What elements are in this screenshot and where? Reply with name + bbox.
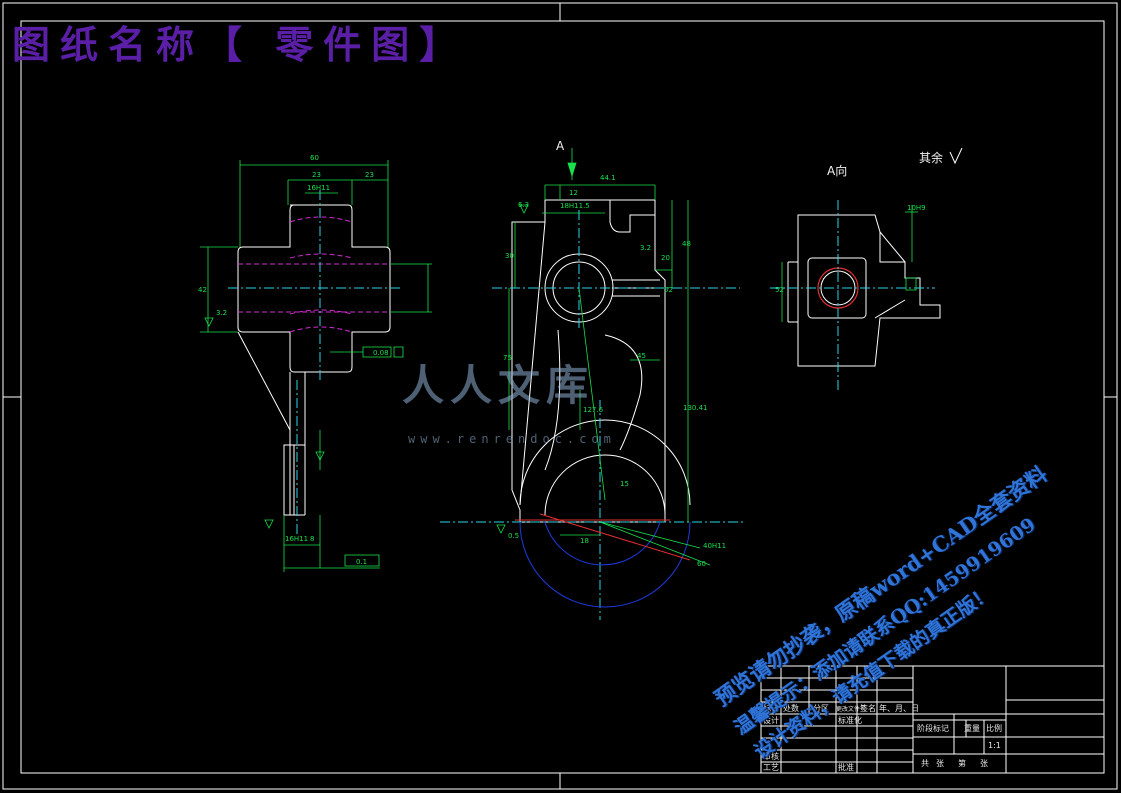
tb-di: 第 [958, 758, 966, 768]
dim-0-1: 0.1 [356, 558, 367, 566]
dim-44: 44.1 [600, 174, 616, 182]
tb-shenhe: 审核 [763, 751, 779, 761]
dim-48: 48 [682, 240, 691, 248]
tb-zhongliang: 重量 [964, 723, 980, 733]
tb-jieduan: 阶段标记 [917, 723, 949, 733]
tb-sheji: 设计 [763, 715, 779, 725]
dim-6-3: 6.3 [518, 201, 529, 209]
tb-fenqu: 分区 [813, 704, 829, 713]
dim-16h11: 16H11 [285, 535, 308, 543]
tb-zhang1: 张 [936, 759, 944, 768]
tb-biaozhunhua: 标准化 [838, 715, 862, 725]
logo-url: www.renrendoc.com [408, 432, 616, 446]
dim-0-08: 0.08 [373, 349, 389, 357]
a-view [787, 214, 941, 367]
view-a-label: A向 [827, 163, 847, 178]
dim-16h: 16H11 [307, 184, 330, 192]
dim-30: 30 [505, 252, 514, 260]
dim-18h: 18H11.5 [560, 202, 590, 210]
dim-40h: 40H11 [703, 542, 726, 550]
dim-0-5: 0.5 [508, 532, 519, 540]
dim-45: 45 [637, 352, 646, 360]
surface-note: 其余 [919, 150, 943, 165]
dim-18: 18 [580, 537, 589, 545]
tb-bili: 比例 [986, 723, 1002, 733]
dim-23b: 23 [365, 171, 374, 179]
dim-a-view-top: 10H9 [907, 204, 926, 212]
dim-42: 42 [198, 286, 207, 294]
tb-riqi: 年、月、日 [879, 703, 919, 713]
dim-60b: 60 [697, 560, 706, 568]
tb-pizhun: 批准 [838, 762, 854, 772]
logo-text: 人人文库 [402, 361, 595, 410]
dim-a-view-left: 52 [775, 286, 784, 294]
dim-15: 15 [620, 480, 629, 488]
tb-gongyi: 工艺 [763, 763, 779, 772]
dim-20: 20 [661, 254, 670, 262]
dim-52: 52 [664, 286, 673, 294]
dim-130: 130.41 [683, 404, 708, 412]
tb-qianming: 签名 [860, 703, 876, 713]
drawing-title: 图纸名称【 零件图】 [12, 22, 468, 67]
dim-75: 75 [503, 354, 512, 362]
left-view [237, 204, 391, 516]
tb-wenjian: 更改文件号 [836, 705, 866, 713]
view-arrow-label: A [556, 139, 565, 153]
tb-gong: 共 [921, 759, 929, 768]
title-block [760, 665, 1105, 774]
tb-zhang2: 张 [980, 759, 988, 768]
dim-127: 127.6 [583, 406, 604, 414]
dim-60: 60 [310, 154, 319, 162]
tb-scale: 1:1 [988, 741, 1001, 750]
tb-biaoji: 标记 [763, 703, 779, 713]
tb-chushu: 处数 [783, 703, 799, 713]
dim-3-2: 3.2 [216, 309, 227, 317]
front-view [511, 199, 691, 523]
dim-23a: 23 [312, 171, 321, 179]
dim-12: 12 [569, 189, 578, 197]
dim-8: 8 [310, 535, 314, 543]
dim-3-2b: 3.2 [640, 244, 651, 252]
